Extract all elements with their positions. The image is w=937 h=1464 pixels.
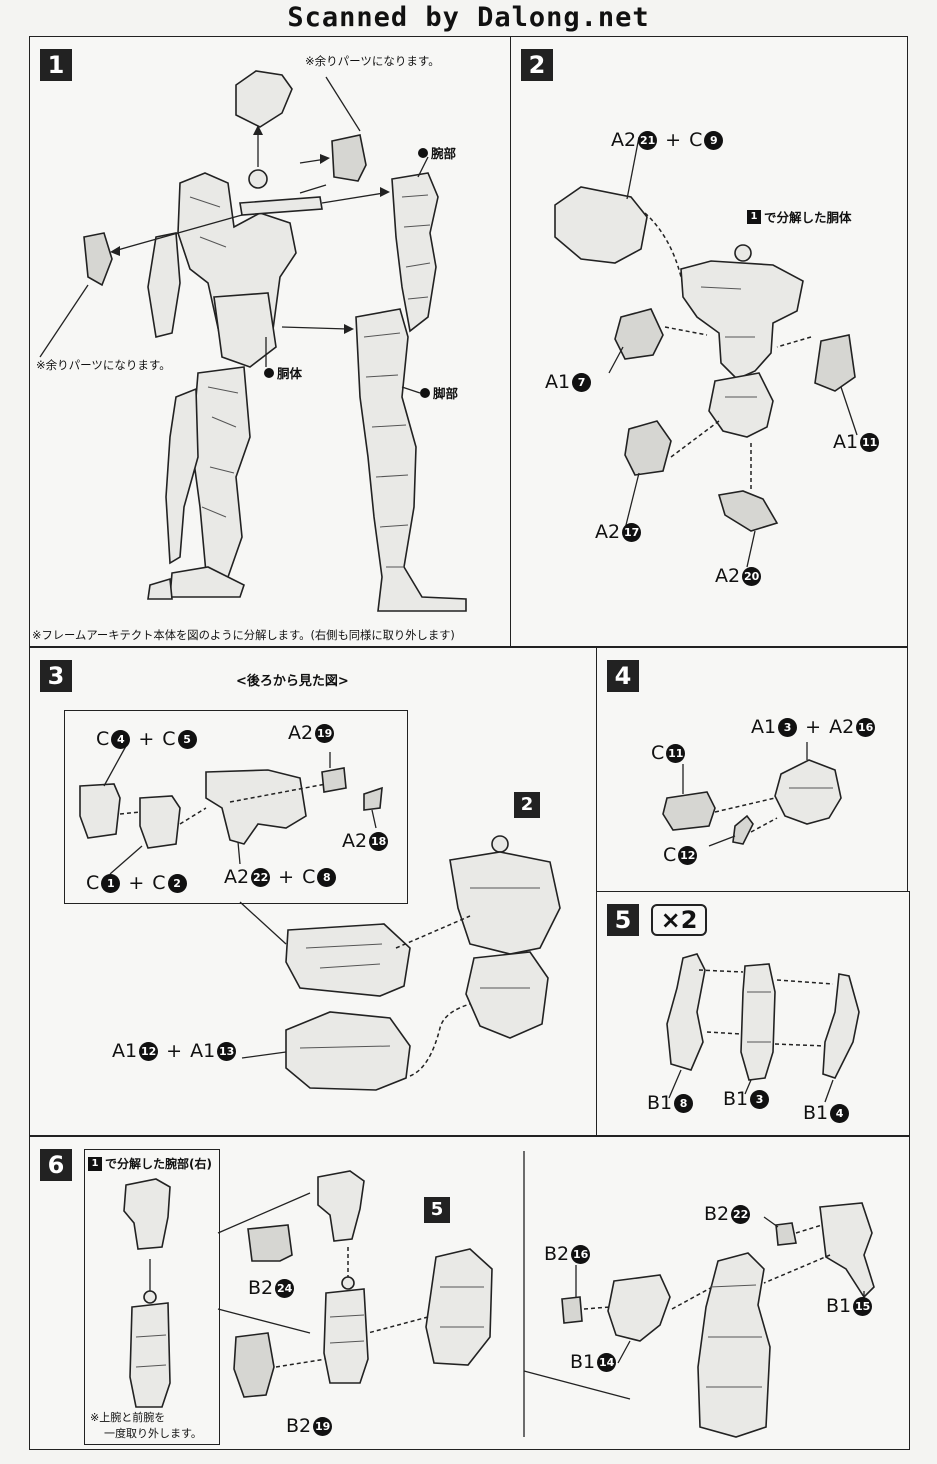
back-view-inset [64,710,408,904]
step-4-diagram [662,742,842,847]
back-view-title: <後ろから見た図> [236,674,349,689]
step-number: 5 [607,904,639,936]
step-6-diagram [123,1151,875,1438]
step-ref-2: 2 [514,792,540,818]
step-1-diagram [39,70,467,612]
torso-callout: 胴体 [264,363,302,382]
step-2-diagram [554,136,858,568]
bullet-icon [264,367,274,378]
bullet-icon [420,387,430,398]
step-5-diagram [666,953,860,1103]
step-number: 1 [40,49,72,81]
step-ref-5: 5 [424,1197,450,1223]
inset-note-line2: 一度取り外します。 [104,1427,202,1440]
scan-watermark: Scanned by Dalong.net [287,2,650,33]
step-ref-icon: 1 [88,1156,102,1171]
step-number: 2 [521,49,553,81]
spare-part-note-top: ※余りパーツになります。 [305,54,440,68]
quantity-multiplier: ×2 [651,904,707,936]
bullet-icon [418,147,428,158]
step-number: 3 [40,660,72,692]
step-ref-icon: 1 [747,209,761,224]
inset-note-line1: ※上腕と前腕を [90,1411,166,1424]
step-1-footnote: ※フレームアーキテクト本体を図のように分解します。(右側も同様に取り外します) [32,629,455,642]
arm-disassembly-inset [84,1149,220,1445]
arm-callout: 腕部 [418,143,456,162]
spare-part-note-left: ※余りパーツになります。 [36,358,171,372]
step-3-diagram [79,745,561,1091]
leg-callout: 脚部 [420,383,458,402]
step-number: 6 [40,1149,72,1181]
step-1-panel: 1 [29,36,512,647]
step-number: 4 [607,660,639,692]
